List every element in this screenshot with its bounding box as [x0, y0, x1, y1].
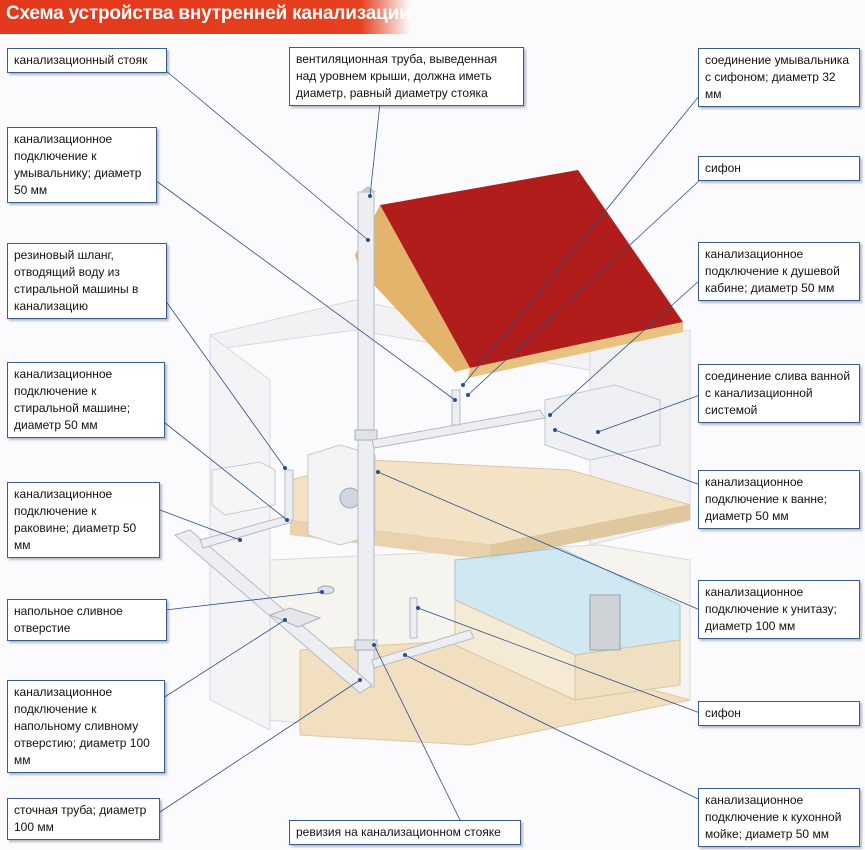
roof [355, 170, 683, 378]
bathtub [544, 384, 661, 461]
branch-pipes [199, 389, 546, 669]
label-floor-drain: напольное сливное отверстие [7, 599, 167, 641]
label-floor-drain-conn: канализационное подключение к напольному… [7, 680, 165, 773]
label-washer: канализационное подключение к стиральной… [7, 362, 165, 438]
riser-pipe [354, 186, 378, 688]
label-revision: ревизия на канализационном стояке [289, 820, 521, 845]
leader-lines [154, 69, 701, 821]
leader-dots [238, 194, 600, 682]
label-toilet: канализационное подключение к унитазу; д… [698, 580, 860, 639]
label-siphon-top: сифон [698, 156, 860, 181]
title-bar: Схема устройства внутренней канализации [0, 0, 411, 34]
label-hose: резиновый шланг, отводящий воду из стира… [7, 243, 167, 319]
diagram-title: Схема устройства внутренней канализации [6, 3, 411, 24]
label-bath: канализационное подключение к ванне; диа… [698, 470, 860, 529]
label-bath-drain: соединение слива ванной с канализационно… [698, 364, 860, 423]
label-shower: канализационное подключение к душевой ка… [698, 242, 860, 301]
sink-unit [211, 461, 276, 516]
label-umyv-conn: канализационное подключение к умывальник… [7, 127, 157, 203]
label-kitchen: канализационное подключение к кухонной м… [698, 788, 860, 847]
label-sewer: сточная труба; диаметр 100 мм [7, 798, 160, 840]
label-sink: канализационное подключение к раковине; … [7, 482, 160, 558]
label-siphon-bottom: сифон [698, 701, 860, 726]
label-umyv-siphon: соединение умывальника с сифоном; диамет… [698, 48, 860, 107]
kitchen-cabinets [454, 547, 681, 701]
label-stoyak: канализационный стояк [7, 48, 167, 73]
label-ventpipe: вентиляционная труба, выведенная над уро… [289, 47, 524, 106]
sewer-pipe [174, 529, 373, 694]
